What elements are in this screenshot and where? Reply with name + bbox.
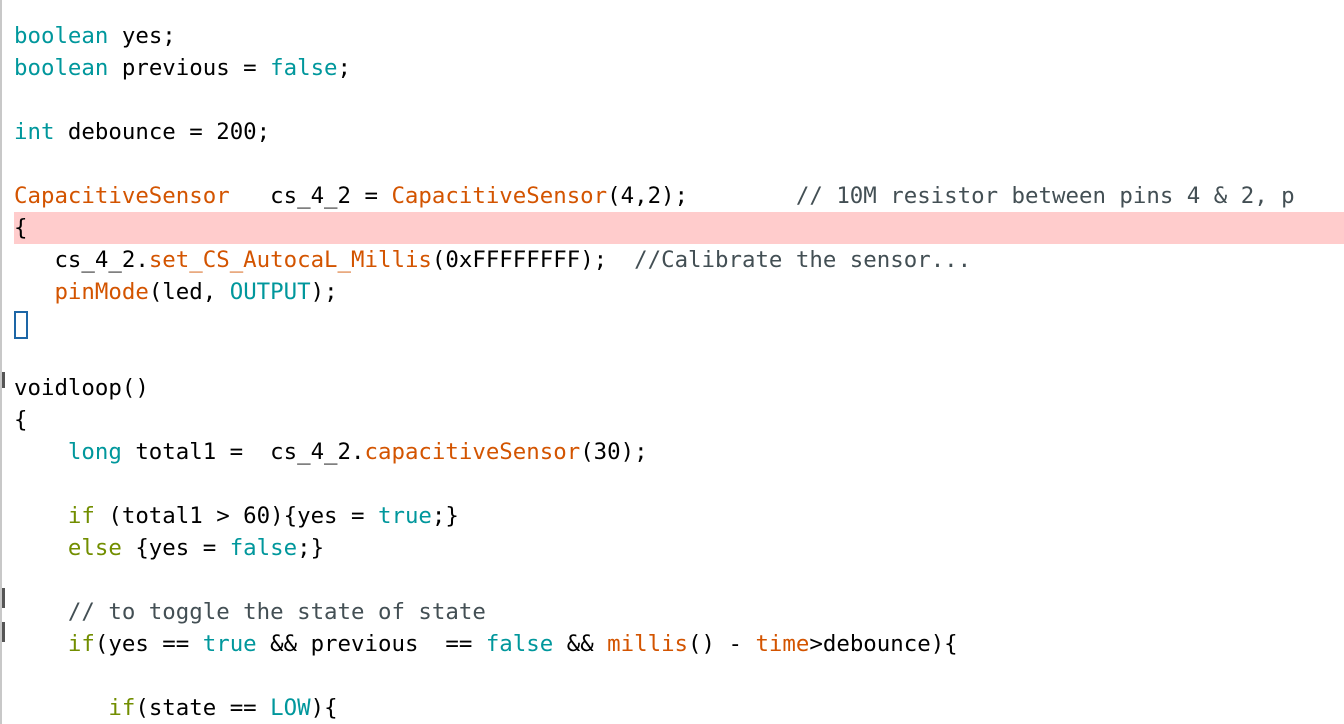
code-text: (yes ==	[94, 631, 203, 657]
code-text: && previous ==	[256, 631, 486, 657]
code-text: >debounce){	[809, 631, 958, 657]
gutter-marker	[2, 622, 5, 642]
code-line[interactable]: voidloop()	[14, 372, 1344, 404]
code-line[interactable]: CapacitiveSensor cs_4_2 = CapacitiveSens…	[14, 180, 1344, 212]
code-text: cs_4_2 =	[229, 183, 392, 209]
code-text	[14, 503, 68, 529]
code-text: ;}	[431, 503, 459, 529]
gutter-marker	[2, 588, 5, 608]
code-line[interactable]: // to toggle the state of state	[14, 596, 1344, 628]
comment-token: // to toggle the state of state	[67, 599, 486, 625]
code-text: (0xFFFFFFFF);	[431, 247, 635, 273]
function-token: CapacitiveSensor	[391, 183, 608, 209]
text-cursor	[14, 310, 28, 339]
function-token: time	[755, 631, 810, 657]
code-line[interactable]: if(state == LOW){	[14, 692, 1344, 724]
code-line[interactable]: cs_4_2.set_CS_AutocaL_Millis(0xFFFFFFFF)…	[14, 244, 1344, 276]
code-line[interactable]: if(yes == true && previous == false && m…	[14, 628, 1344, 660]
code-line[interactable]: long total1 = cs_4_2.capacitiveSensor(30…	[14, 436, 1344, 468]
keyword-token: LOW	[270, 695, 311, 721]
code-area[interactable]: boolean yes;boolean previous = false;int…	[14, 20, 1344, 724]
keyword-token: false	[485, 631, 554, 657]
code-text	[14, 599, 68, 625]
code-text: );	[310, 279, 338, 305]
code-text: (4,2);	[607, 183, 796, 209]
keyword-token: false	[270, 55, 338, 81]
highlighted-code-line[interactable]: {	[14, 212, 1344, 244]
code-text: {	[14, 407, 28, 433]
function-token: CapacitiveSensor	[14, 183, 230, 209]
code-line[interactable]: {	[14, 404, 1344, 436]
code-text	[14, 695, 108, 721]
code-line[interactable]	[14, 308, 1344, 340]
code-text: ){	[310, 695, 338, 721]
code-text: (state ==	[135, 695, 271, 721]
code-text: voidloop()	[14, 375, 149, 401]
code-text: ;	[337, 55, 352, 81]
keyword-token: boolean	[14, 55, 109, 81]
keyword-token: long	[67, 439, 122, 465]
control-token: else	[67, 535, 122, 561]
code-line[interactable]: pinMode(led, OUTPUT);	[14, 276, 1344, 308]
code-text	[14, 439, 68, 465]
code-text: previous =	[108, 55, 271, 81]
code-text: {yes =	[121, 535, 230, 561]
code-line[interactable]	[14, 660, 1344, 692]
code-line[interactable]: int debounce = 200;	[14, 116, 1344, 148]
function-token: capacitiveSensor	[364, 439, 581, 465]
code-text: (led,	[148, 279, 230, 305]
code-line[interactable]: boolean yes;	[14, 20, 1344, 52]
control-token: if	[67, 631, 95, 657]
control-token: if	[108, 695, 136, 721]
code-line[interactable]	[14, 340, 1344, 372]
code-line[interactable]	[14, 84, 1344, 116]
keyword-token: OUTPUT	[229, 279, 311, 305]
code-text: (30);	[580, 439, 648, 465]
keyword-token: boolean	[14, 23, 109, 49]
code-text: () -	[688, 631, 756, 657]
code-text: (total1 > 60){yes =	[94, 503, 378, 529]
comment-token: //Calibrate the sensor...	[634, 247, 972, 273]
keyword-token: true	[202, 631, 257, 657]
comment-token: // 10M resistor between pins 4 & 2, p	[795, 183, 1295, 209]
code-text	[14, 535, 68, 561]
function-token: set_CS_AutocaL_Millis	[148, 247, 432, 273]
code-text: total1 = cs_4_2.	[121, 439, 365, 465]
code-text	[14, 631, 68, 657]
control-token: if	[67, 503, 95, 529]
keyword-token: false	[229, 535, 298, 561]
gutter-marker	[2, 372, 5, 388]
code-line[interactable]: if (total1 > 60){yes = true;}	[14, 500, 1344, 532]
code-line[interactable]	[14, 564, 1344, 596]
code-text: {	[14, 215, 28, 241]
code-text: cs_4_2.	[14, 247, 149, 273]
code-text: &&	[553, 631, 608, 657]
code-text	[14, 279, 54, 305]
keyword-token: true	[377, 503, 432, 529]
code-text: yes;	[108, 23, 176, 49]
code-line[interactable]	[14, 148, 1344, 180]
keyword-token: int	[14, 119, 55, 145]
code-line[interactable]: boolean previous = false;	[14, 52, 1344, 84]
code-text: ;}	[297, 535, 325, 561]
code-line[interactable]	[14, 468, 1344, 500]
code-text: debounce = 200;	[54, 119, 271, 145]
function-token: millis	[607, 631, 689, 657]
function-token: pinMode	[54, 279, 149, 305]
code-line[interactable]: else {yes = false;}	[14, 532, 1344, 564]
